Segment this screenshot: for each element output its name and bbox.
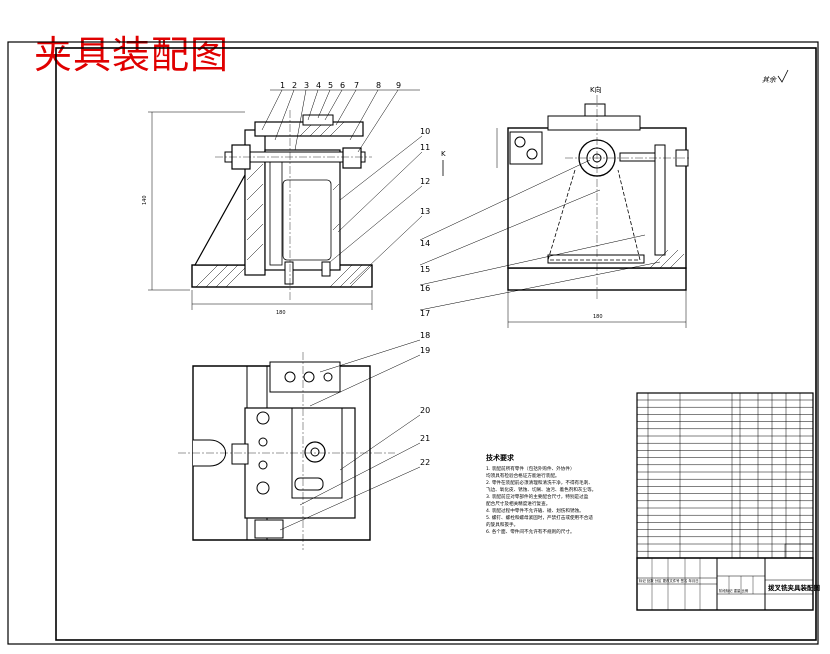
side-dimensions <box>496 128 687 328</box>
workpiece-outline <box>547 169 641 261</box>
part-label: 15 <box>420 265 430 274</box>
part-label: 18 <box>420 331 430 340</box>
bom-column-lines <box>647 393 801 558</box>
part-label: 8 <box>376 81 381 90</box>
side-leaders <box>419 159 661 311</box>
locating-pin-right <box>321 261 331 277</box>
support-rib <box>193 172 246 266</box>
roughness-symbol <box>777 69 789 83</box>
workpiece-window <box>282 179 332 261</box>
top-bore <box>310 447 320 457</box>
front-part-labels: 1 2 3 4 5 6 7 8 9 10 11 12 13 <box>280 81 430 216</box>
base-hatch <box>195 264 373 288</box>
part-label: 12 <box>420 177 430 186</box>
top-screw <box>284 371 296 383</box>
top-screw <box>256 481 270 495</box>
part-label: 22 <box>420 458 430 467</box>
side-hatch <box>649 249 685 269</box>
clamp-body <box>264 149 341 271</box>
top-leaders <box>279 339 421 531</box>
tech-line: 2. 零件在装配前必须清理和清洗干净，不得有毛刺、 <box>486 479 593 486</box>
dimensions <box>148 111 373 310</box>
part-label: 9 <box>396 81 401 90</box>
side-part-labels: 14 15 16 17 <box>420 239 430 318</box>
dim-width: 180 <box>276 310 286 316</box>
body-hatch <box>246 163 340 261</box>
part-label: 11 <box>420 143 430 152</box>
tech-line: 3. 装配前应对零部件的主要配合尺寸，特别是过盈 <box>486 493 589 500</box>
dim-height: 140 <box>142 195 148 205</box>
bom-row-lines <box>637 399 813 552</box>
screw-head <box>514 136 526 148</box>
nut-right <box>342 147 362 169</box>
part-label: 1 <box>280 81 285 90</box>
top-view <box>178 339 421 550</box>
locating-pin-left <box>284 261 294 285</box>
top-screw <box>258 460 268 470</box>
front-leaders <box>261 89 423 285</box>
tech-line: 的旋具和扳手。 <box>486 521 518 528</box>
arrow-k-label: K <box>441 150 446 158</box>
top-side-block <box>254 519 284 539</box>
tech-line: 飞边、氧化皮、锈蚀、切屑、油污、着色剂和灰尘等。 <box>486 486 596 493</box>
tech-line: 1. 装配前所有零件（包括外购件、外协件） <box>486 465 575 472</box>
part-label: 10 <box>420 127 430 136</box>
part-label: 19 <box>420 346 430 355</box>
title-block-headings: 标记 处数 分区 更改文件号 签名 年月日 <box>639 578 699 583</box>
top-screw <box>256 411 270 425</box>
tech-line: 4. 装配过程中零件不允许磕、碰、划伤和锈蚀。 <box>486 507 584 514</box>
side-dim-width: 180 <box>593 314 603 320</box>
outer-frame <box>7 41 819 645</box>
tech-line: 6. 各个面、零件间不允许有不规则的尺寸。 <box>486 528 575 535</box>
tech-line: 均须具有检验合格证方能进行装配。 <box>486 472 560 479</box>
part-label: 6 <box>340 81 345 90</box>
part-label: 7 <box>354 81 359 90</box>
screw-head <box>526 148 538 160</box>
bom-table <box>636 392 814 559</box>
part-label: 21 <box>420 434 430 443</box>
part-label: 13 <box>420 207 430 216</box>
side-view <box>419 95 690 328</box>
top-screw <box>323 372 333 382</box>
top-screw <box>258 437 268 447</box>
hinge-block <box>302 114 334 126</box>
centerlines <box>215 110 372 300</box>
support-pad <box>547 254 645 264</box>
drawing-name: 拨叉铣夹具装配图 <box>768 583 821 592</box>
tech-line: 配合尺寸及相关精度进行复查。 <box>486 500 550 507</box>
top-screw <box>303 371 315 383</box>
front-view <box>148 89 423 310</box>
part-label: 2 <box>292 81 297 90</box>
view-k-label: K向 <box>590 85 602 94</box>
part-label: 5 <box>328 81 333 90</box>
roughness-note: 其余 <box>762 76 777 84</box>
side-centerlines <box>565 95 690 300</box>
top-slot <box>294 477 324 491</box>
title-block-stage: 阶段标记 重量 比例 <box>719 588 749 593</box>
part-label: 4 <box>316 81 321 90</box>
side-post <box>654 144 666 256</box>
top-bushing <box>304 441 326 463</box>
side-top-plate <box>547 115 641 131</box>
title-block <box>636 543 814 611</box>
part-label: 17 <box>420 309 430 318</box>
part-label: 20 <box>420 406 430 415</box>
inner-frame <box>55 47 817 641</box>
top-nut <box>231 443 249 465</box>
top-centerlines <box>178 352 395 550</box>
tech-line: 5. 螺钉、螺栓和螺母紧固时，严禁打击或使用不合适 <box>486 514 593 521</box>
part-label: 3 <box>304 81 309 90</box>
tech-requirements: 技术要求 1. 装配前所有零件（包括外购件、外协件） 均须具有检验合格证方能进行… <box>486 453 596 535</box>
bom-frame <box>636 392 814 559</box>
side-clamp-block <box>509 131 543 165</box>
part-label: 16 <box>420 284 430 293</box>
part-label: 14 <box>420 239 430 248</box>
tech-title: 技术要求 <box>486 453 515 462</box>
side-top-boss <box>584 103 606 117</box>
top-part-labels: 18 19 20 21 22 <box>420 331 430 467</box>
side-screw <box>619 152 661 162</box>
front-dimension-labels: 140 180 <box>142 195 286 316</box>
